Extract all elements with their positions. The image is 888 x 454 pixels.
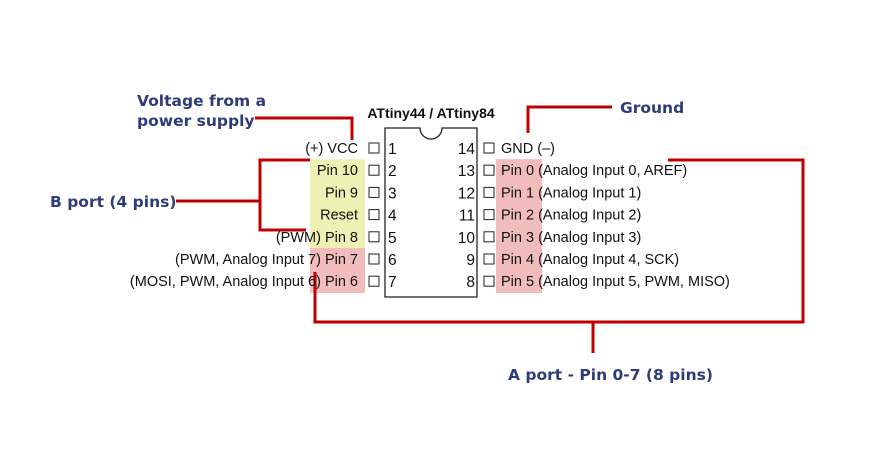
highlight-left-pin-4 xyxy=(310,203,365,227)
chip-package: ATtiny44 / ATtiny84 xyxy=(367,105,495,298)
chip-title: ATtiny44 / ATtiny84 xyxy=(367,105,495,121)
pin-number-5: 5 xyxy=(388,230,397,247)
pin-name-11: Pin 2 xyxy=(501,208,534,224)
pin-square-2 xyxy=(368,164,380,176)
pin-name-13: Pin 0 xyxy=(501,163,534,179)
pin-number-1: 1 xyxy=(388,141,397,158)
voltage-annotation-line1: Voltage from a xyxy=(137,92,266,110)
a-port-annotation: A port - Pin 0-7 (8 pins) xyxy=(508,366,713,384)
pin-name-1: VCC xyxy=(327,141,358,157)
pin-square-14 xyxy=(483,142,495,154)
pin-function-10: (Analog Input 3) xyxy=(534,230,641,246)
pin-function-13: (Analog Input 0, AREF) xyxy=(534,163,687,179)
pin-function-6: (PWM, Analog Input 7) xyxy=(175,252,325,268)
pin-function-11: (Analog Input 2) xyxy=(534,208,641,224)
pin-label-5: (PWM) Pin 8 xyxy=(276,230,358,246)
highlight-right-pin-10 xyxy=(496,225,542,249)
pin-square-5 xyxy=(368,231,380,243)
highlight-left-pin-6 xyxy=(310,248,365,271)
pin-number-10: 10 xyxy=(458,230,476,247)
pin-name-4: Reset xyxy=(320,208,358,224)
pin-function-7: (MOSI, PWM, Analog Input 6) xyxy=(130,274,325,290)
pin-number-6: 6 xyxy=(388,252,397,269)
pin-label-11: Pin 2 (Analog Input 2) xyxy=(501,208,641,224)
pin-number-4: 4 xyxy=(388,208,397,225)
pin-square-8 xyxy=(483,275,495,287)
pin-name-6: Pin 7 xyxy=(325,252,358,268)
pin-square-12 xyxy=(483,186,495,198)
pin-rows: 1 (+) VCC 2 Pin 10 3 Pin 9 4 Reset 5 (PWM) Pin 8 6… xyxy=(130,141,730,291)
pin-function-9: (Analog Input 4, SCK) xyxy=(534,252,679,268)
highlight-right-pin-9 xyxy=(496,248,542,271)
pin-function-1: (+) xyxy=(305,141,327,157)
pin-label-7: (MOSI, PWM, Analog Input 6) Pin 6 xyxy=(130,274,358,290)
pin-square-9 xyxy=(483,253,495,265)
pin-number-2: 2 xyxy=(388,163,397,180)
annotation-lines xyxy=(176,105,805,353)
highlight-right-pin-8 xyxy=(496,270,542,293)
highlight-right-pin-11 xyxy=(496,203,542,227)
pin-label-14: GND (–) xyxy=(501,141,555,157)
vcc-connector-line xyxy=(255,116,354,140)
pin-square-7 xyxy=(368,275,380,287)
pin-name-8: Pin 5 xyxy=(501,274,534,290)
pin-function-8: (Analog Input 5, PWM, MISO) xyxy=(534,274,730,290)
pin-function-14: (–) xyxy=(533,141,555,157)
pin-name-3: Pin 9 xyxy=(325,185,358,201)
pin-label-6: (PWM, Analog Input 7) Pin 7 xyxy=(175,252,358,268)
highlight-right-pin-13 xyxy=(496,159,542,182)
pin-label-4: Reset xyxy=(320,208,358,224)
pin-number-12: 12 xyxy=(458,185,475,202)
voltage-annotation-line2: power supply xyxy=(137,112,254,130)
pin-square-10 xyxy=(483,231,495,243)
pin-square-6 xyxy=(368,253,380,265)
annotations: Voltage from a power supply Ground B por… xyxy=(50,92,713,384)
pin-square-1 xyxy=(368,142,380,154)
pin-function-12: (Analog Input 1) xyxy=(534,185,641,201)
pin-label-3: Pin 9 xyxy=(325,185,358,201)
pin-square-13 xyxy=(483,164,495,176)
pin-number-11: 11 xyxy=(459,208,475,225)
pin-label-10: Pin 3 (Analog Input 3) xyxy=(501,230,641,246)
b-port-annotation: B port (4 pins) xyxy=(50,193,176,211)
chip-body xyxy=(384,127,478,298)
pin-name-5: Pin 8 xyxy=(325,230,358,246)
pin-number-7: 7 xyxy=(388,274,397,291)
pin-number-8: 8 xyxy=(466,274,475,291)
pin-label-13: Pin 0 (Analog Input 0, AREF) xyxy=(501,163,687,179)
pin-label-12: Pin 1 (Analog Input 1) xyxy=(501,185,641,201)
pin-label-1: (+) VCC xyxy=(305,141,358,157)
pin-label-2: Pin 10 xyxy=(317,163,358,179)
pin-name-9: Pin 4 xyxy=(501,252,534,268)
ground-connector-line xyxy=(526,105,612,133)
pin-name-14: GND xyxy=(501,141,533,157)
pin-name-2: Pin 10 xyxy=(317,163,358,179)
pin-name-12: Pin 1 xyxy=(501,185,534,201)
pin-function-5: (PWM) xyxy=(276,230,325,246)
pin-name-10: Pin 3 xyxy=(501,230,534,246)
pin-square-3 xyxy=(368,186,380,198)
pin-number-13: 13 xyxy=(458,163,475,180)
port-highlight-layer xyxy=(310,159,542,293)
pin-label-8: Pin 5 (Analog Input 5, PWM, MISO) xyxy=(501,274,730,290)
a-port-bracket-line xyxy=(313,158,805,324)
b-port-bracket-line xyxy=(258,158,310,232)
highlight-right-pin-12 xyxy=(496,181,542,205)
pin-number-14: 14 xyxy=(458,141,476,158)
pin-name-7: Pin 6 xyxy=(325,274,358,290)
highlight-left-pin-2 xyxy=(310,159,365,182)
pin-square-4 xyxy=(368,209,380,221)
pin-number-3: 3 xyxy=(388,185,397,202)
highlight-left-pin-7 xyxy=(310,270,365,293)
pin-number-9: 9 xyxy=(466,252,475,269)
highlight-left-pin-5 xyxy=(310,225,365,249)
highlight-left-pin-3 xyxy=(310,181,365,205)
ground-annotation: Ground xyxy=(620,99,684,117)
pin-label-9: Pin 4 (Analog Input 4, SCK) xyxy=(501,252,679,268)
pin-square-11 xyxy=(483,209,495,221)
